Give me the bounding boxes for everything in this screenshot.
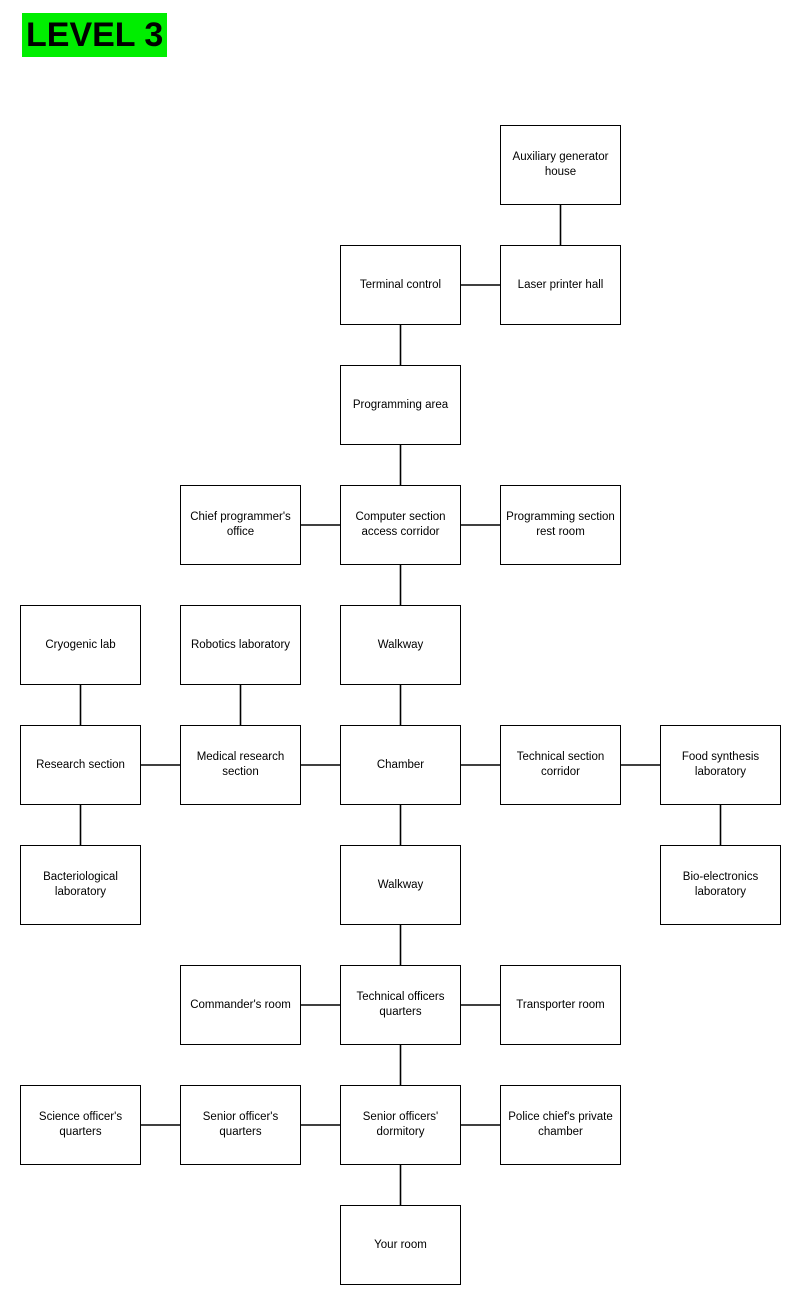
room-label: Police chief's private chamber — [508, 1111, 613, 1138]
room-computer-section-access-corridor[interactable]: Computer section access corridor — [340, 485, 461, 565]
room-senior-officers-quarters[interactable]: Senior officer's quarters — [180, 1085, 301, 1165]
room-label: Transporter room — [516, 998, 605, 1011]
room-chief-programmers-office[interactable]: Chief programmer's office — [180, 485, 301, 565]
room-chamber[interactable]: Chamber — [340, 725, 461, 805]
room-label: Science officer's quarters — [38, 1111, 123, 1138]
room-walkway-upper[interactable]: Walkway — [340, 605, 461, 685]
room-label: Auxiliary generator house — [512, 151, 609, 178]
room-label: Senior officers' dormitory — [362, 1111, 439, 1138]
room-medical-research-section[interactable]: Medical research section — [180, 725, 301, 805]
room-label: Bio-electronics laboratory — [682, 871, 759, 898]
room-commanders-room[interactable]: Commander's room — [180, 965, 301, 1045]
room-robotics-laboratory[interactable]: Robotics laboratory — [180, 605, 301, 685]
room-senior-officers-dormitory[interactable]: Senior officers' dormitory — [340, 1085, 461, 1165]
room-auxiliary-generator-house[interactable]: Auxiliary generator house — [500, 125, 621, 205]
room-programming-area[interactable]: Programming area — [340, 365, 461, 445]
page-title: LEVEL 3 — [22, 13, 168, 57]
room-transporter-room[interactable]: Transporter room — [500, 965, 621, 1045]
room-laser-printer-hall[interactable]: Laser printer hall — [500, 245, 621, 325]
room-label: Chamber — [376, 758, 425, 771]
room-label: Terminal control — [359, 278, 442, 291]
room-label: Programming section rest room — [506, 511, 615, 538]
room-food-synthesis-laboratory[interactable]: Food synthesis laboratory — [660, 725, 781, 805]
room-label: Medical research section — [196, 751, 285, 778]
room-your-room[interactable]: Your room — [340, 1205, 461, 1285]
room-technical-officers-quarters[interactable]: Technical officers quarters — [340, 965, 461, 1045]
room-cryogenic-lab[interactable]: Cryogenic lab — [20, 605, 141, 685]
room-label: Chief programmer's office — [190, 511, 291, 538]
room-label: Senior officer's quarters — [202, 1111, 279, 1138]
room-label: Laser printer hall — [517, 278, 604, 291]
room-label: Bacteriological laboratory — [43, 871, 118, 898]
room-science-officers-quarters[interactable]: Science officer's quarters — [20, 1085, 141, 1165]
room-label: Walkway — [377, 878, 424, 891]
room-label: Programming area — [352, 398, 449, 411]
room-research-section[interactable]: Research section — [20, 725, 141, 805]
room-bacteriological-laboratory[interactable]: Bacteriological laboratory — [20, 845, 141, 925]
room-label: Technical officers quarters — [356, 991, 445, 1018]
room-label: Research section — [36, 758, 125, 771]
room-technical-section-corridor[interactable]: Technical section corridor — [500, 725, 621, 805]
room-label: Walkway — [377, 638, 424, 651]
room-label: Computer section access corridor — [355, 511, 446, 538]
room-label: Technical section corridor — [516, 751, 605, 778]
room-programming-section-rest-room[interactable]: Programming section rest room — [500, 485, 621, 565]
room-police-chiefs-private-chamber[interactable]: Police chief's private chamber — [500, 1085, 621, 1165]
room-label: Robotics laboratory — [190, 638, 291, 651]
room-bio-electronics-laboratory[interactable]: Bio-electronics laboratory — [660, 845, 781, 925]
room-label: Your room — [374, 1238, 427, 1251]
room-walkway-lower[interactable]: Walkway — [340, 845, 461, 925]
room-label: Cryogenic lab — [45, 638, 116, 651]
room-label: Food synthesis laboratory — [681, 751, 760, 778]
room-terminal-control[interactable]: Terminal control — [340, 245, 461, 325]
room-label: Commander's room — [190, 998, 291, 1011]
